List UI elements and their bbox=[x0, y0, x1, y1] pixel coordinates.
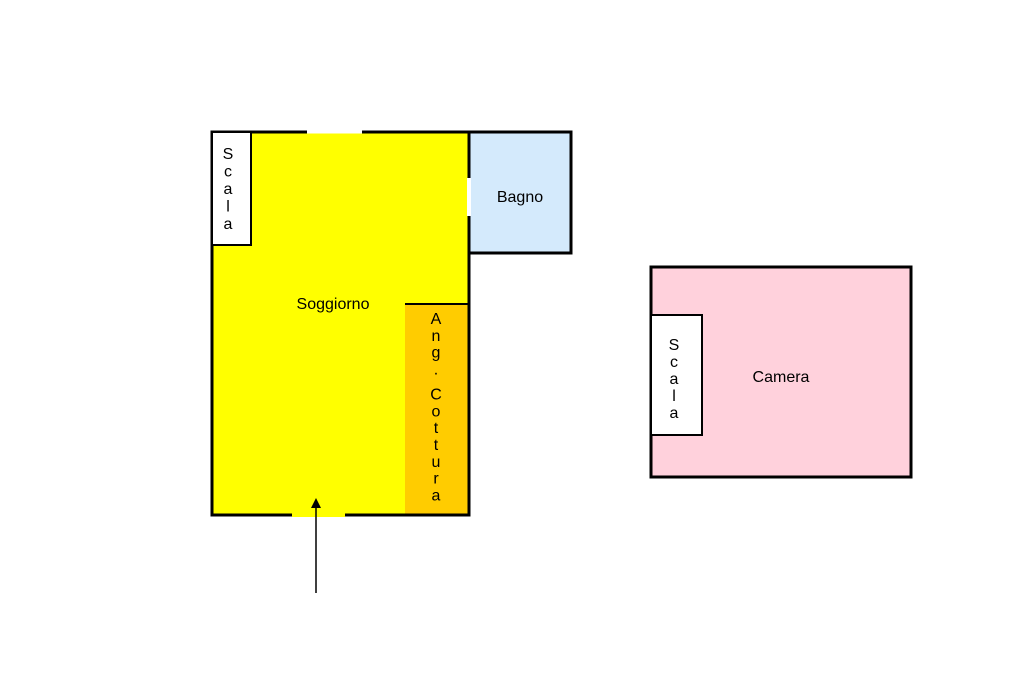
soggiorno-label: Soggiorno bbox=[297, 296, 370, 313]
bagno-label: Bagno bbox=[497, 189, 543, 206]
scala-left bbox=[211, 131, 252, 246]
camera-label: Camera bbox=[753, 369, 810, 386]
bagno-room bbox=[467, 130, 573, 255]
arrow-up-icon bbox=[311, 498, 321, 508]
scala-right bbox=[650, 314, 703, 436]
angolo-cottura-room bbox=[405, 304, 469, 515]
